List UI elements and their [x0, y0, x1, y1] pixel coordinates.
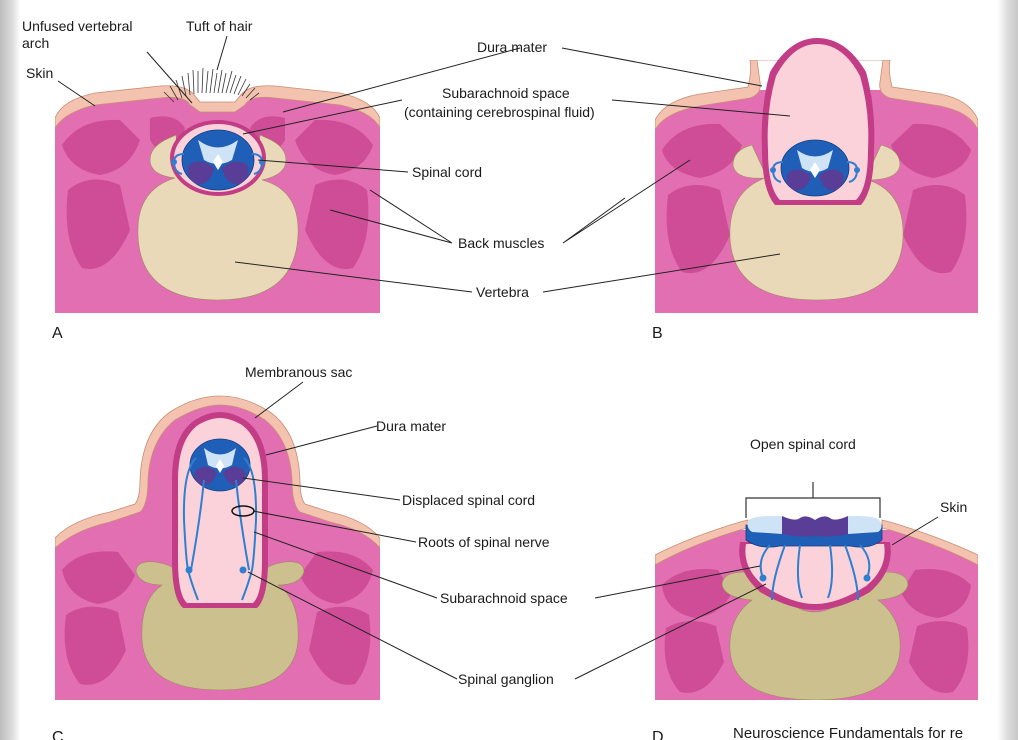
footer-caption: Neuroscience Fundamentals for re [733, 725, 963, 740]
panel-letter-c: C [52, 729, 64, 740]
label-open-spinal-cord: Open spinal cord [750, 436, 856, 452]
panel-letter-b: B [652, 325, 663, 342]
spinal-ganglion-left-c [185, 566, 193, 574]
roots-of-spinal-nerve-c [182, 457, 258, 601]
label-subarachnoid-ab-1: Subarachnoid space [442, 85, 570, 101]
label-tuft-of-hair: Tuft of hair [186, 18, 253, 34]
panel-letter-a: A [52, 325, 63, 342]
panel-d: D [652, 482, 978, 740]
label-spinal-cord-a: Spinal cord [412, 164, 482, 180]
open-cord-bracket [745, 482, 881, 518]
leader-lines [57, 35, 939, 680]
label-unfused-vertebral-arch-1: Unfused vertebral [22, 18, 133, 34]
back-muscles-a [62, 116, 373, 269]
label-back-muscles: Back muscles [458, 235, 544, 251]
spinal-ganglion-right-d [863, 574, 871, 582]
label-skin-d: Skin [940, 499, 967, 515]
tuft-of-hair-drawing [163, 67, 260, 103]
skin-b [655, 60, 978, 131]
label-skin-a: Skin [26, 65, 53, 81]
label-spinal-ganglion: Spinal ganglion [458, 671, 554, 687]
label-roots-of-spinal-nerve: Roots of spinal nerve [418, 534, 550, 550]
vertebra-b [729, 144, 904, 301]
label-subarachnoid-ab-2: (containing cerebrospinal fluid) [404, 104, 595, 120]
label-dura-mater-c: Dura mater [376, 418, 446, 434]
label-dura-mater-ab: Dura mater [477, 39, 547, 55]
label-membranous-sac: Membranous sac [245, 364, 352, 380]
panel-letter-d: D [652, 729, 664, 740]
labels: Unfused vertebral arch Tuft of hair Skin… [22, 18, 967, 687]
skin-a [55, 85, 380, 129]
spinal-ganglion-left-d [759, 574, 767, 582]
label-vertebra: Vertebra [476, 284, 529, 300]
label-unfused-vertebral-arch-2: arch [22, 35, 49, 51]
panel-b: B [652, 38, 978, 342]
panel-c: C [52, 395, 380, 740]
label-subarachnoid-space-cd: Subarachnoid space [440, 590, 568, 606]
vertebra-d [721, 571, 909, 700]
displaced-spinal-cord-c [189, 438, 251, 492]
label-displaced-spinal-cord: Displaced spinal cord [402, 492, 535, 508]
back-muscles-b [662, 123, 971, 274]
spinal-cord-a [171, 129, 265, 191]
spinal-cord-b [770, 139, 860, 197]
spinal-ganglion-right-c [239, 566, 247, 574]
back-muscles-c [62, 551, 373, 685]
skin-c [55, 395, 380, 549]
open-spinal-cord-d [745, 516, 883, 548]
panel-a: A [52, 67, 380, 342]
skin-d [655, 519, 978, 566]
